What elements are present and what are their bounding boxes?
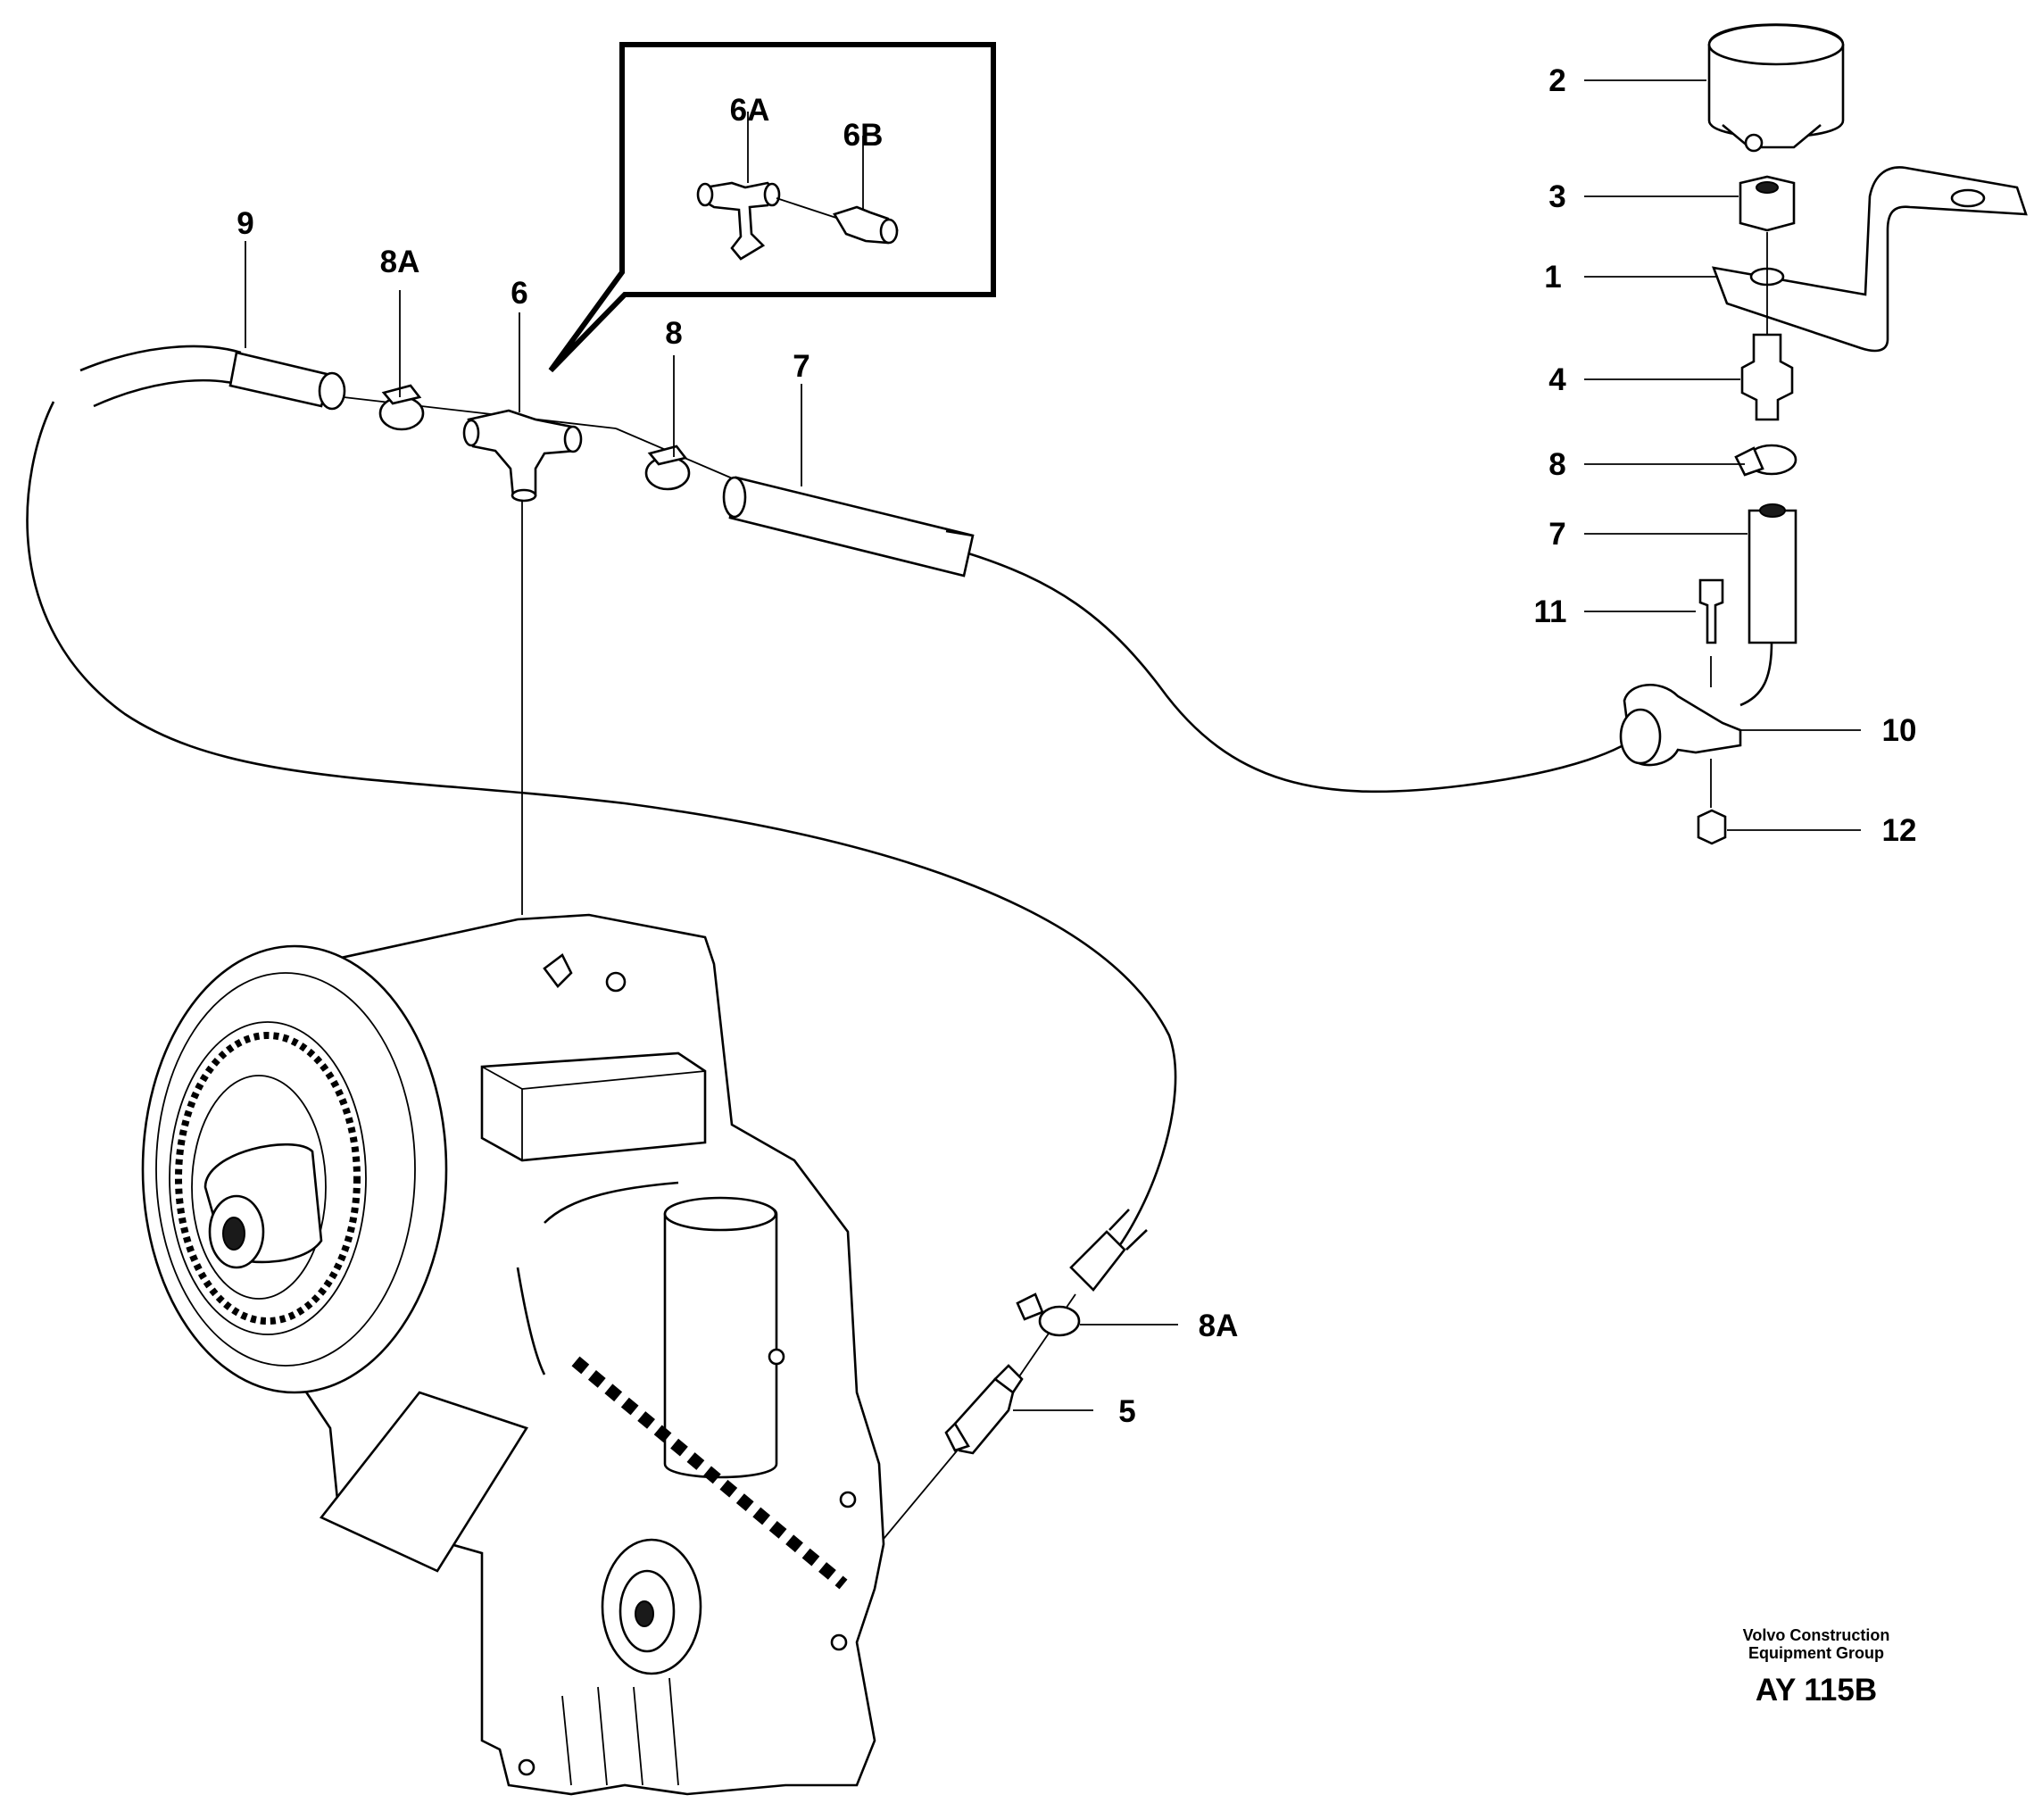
tee-fitting-6a (702, 181, 778, 261)
callout-11: 11 (1534, 594, 1567, 629)
bolt (1698, 578, 1724, 644)
leader-lines (245, 79, 1861, 1411)
callout-3: 3 (1548, 179, 1565, 214)
callout-7-left: 7 (793, 349, 809, 384)
callout-6b: 6B (843, 118, 884, 153)
detail-inset (548, 42, 996, 373)
caption-line-2: Equipment Group (1748, 1644, 1884, 1662)
hose-end-lower (1069, 1209, 1148, 1292)
callout-5: 5 (1118, 1394, 1135, 1429)
adapter-nut (1739, 175, 1796, 232)
sensor-cable (571, 1356, 848, 1590)
hex-nut (1697, 809, 1727, 845)
callout-1: 1 (1544, 260, 1561, 295)
callout-8a-top: 8A (380, 245, 420, 279)
callout-7-right: 7 (1548, 517, 1565, 552)
hose-clamp-8a-bottom (1016, 1292, 1081, 1337)
callout-labels: 1 2 3 4 5 6 6A 6B 7 7 8 8 8A 8A 9 10 11 … (237, 63, 1916, 1429)
callout-9: 9 (237, 206, 253, 241)
callout-6: 6 (511, 276, 527, 311)
drawing-code: AY 115B (1756, 1673, 1877, 1708)
publisher-caption: Volvo Construction Equipment Group AY 11… (1743, 1626, 1890, 1708)
transmission-housing (141, 913, 885, 1796)
mounting-bracket (1711, 166, 2028, 353)
hose-nipple (1740, 333, 1794, 421)
caption-line-1: Volvo Construction (1743, 1626, 1890, 1644)
callout-8-left: 8 (665, 316, 682, 351)
callout-4: 4 (1548, 362, 1566, 397)
tee-fitting-6 (462, 409, 583, 503)
callout-2: 2 (1548, 63, 1565, 98)
callout-10: 10 (1882, 713, 1917, 748)
hose-clamp-8-left (644, 445, 691, 491)
hose-7-right (1748, 509, 1797, 644)
hose-routing (26, 345, 1643, 1545)
pressure-sensor (944, 1364, 1024, 1455)
callout-8-right: 8 (1548, 447, 1565, 482)
callout-8a-bottom: 8A (1199, 1309, 1239, 1343)
callout-12: 12 (1882, 813, 1917, 848)
hose-clamp-8a-top (378, 384, 425, 431)
oil-filter (663, 1199, 778, 1479)
breather-assembly (1619, 23, 2028, 845)
callout-6a: 6A (730, 93, 770, 128)
control-valve-block (480, 1051, 707, 1162)
